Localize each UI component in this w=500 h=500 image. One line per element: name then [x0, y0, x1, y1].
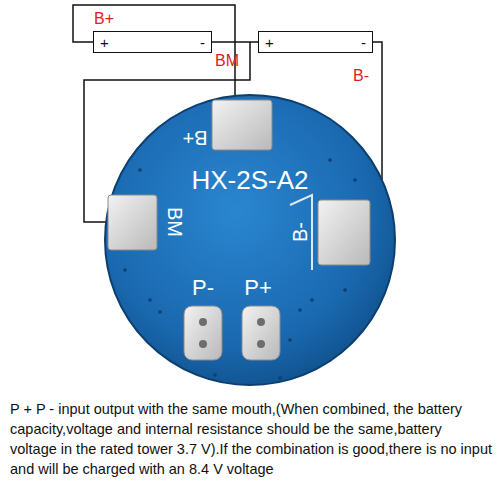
board-name: HX-2S-A2 [191, 167, 308, 193]
terminal-sign: - [361, 35, 366, 50]
bm-pad [108, 195, 157, 250]
battery-cell: +- [258, 31, 373, 53]
terminal-sign: - [200, 35, 205, 50]
terminal-sign: + [100, 35, 109, 50]
bplus-wire [73, 5, 235, 102]
bminus-pad [318, 200, 370, 265]
silkscreen-line [290, 195, 312, 270]
pplus-pad [242, 306, 280, 360]
pminus-hole [199, 340, 207, 348]
via [343, 288, 347, 292]
via [310, 298, 314, 302]
silkscreen-label: B+ [182, 128, 207, 148]
via [278, 376, 282, 380]
series-wire [212, 41, 258, 43]
terminal-label: B+ [94, 11, 114, 27]
via [148, 298, 152, 302]
silkscreen-label: P- [192, 277, 214, 299]
silkscreen-label: BM [165, 207, 185, 237]
via [328, 158, 332, 162]
caption: P + P - input output with the same mouth… [10, 399, 492, 479]
via [123, 268, 127, 272]
terminal-sign: + [265, 35, 274, 50]
via [298, 308, 302, 312]
pplus-hole [257, 318, 265, 326]
terminal-label: B- [353, 68, 369, 84]
pcb [105, 95, 395, 385]
vias [123, 158, 357, 380]
silkscreen-label: P+ [244, 277, 272, 299]
pplus-hole [257, 340, 265, 348]
pminus-pad [184, 306, 222, 360]
bplus-pad [212, 100, 272, 150]
battery-cell: +- [93, 31, 212, 53]
via [288, 338, 292, 342]
via [213, 373, 217, 377]
pminus-hole [199, 318, 207, 326]
via [158, 310, 162, 314]
via [138, 168, 142, 172]
silkscreen-label: B- [290, 222, 310, 242]
via [353, 178, 357, 182]
terminal-label: BM [215, 53, 239, 69]
pcb-disc [105, 95, 395, 385]
